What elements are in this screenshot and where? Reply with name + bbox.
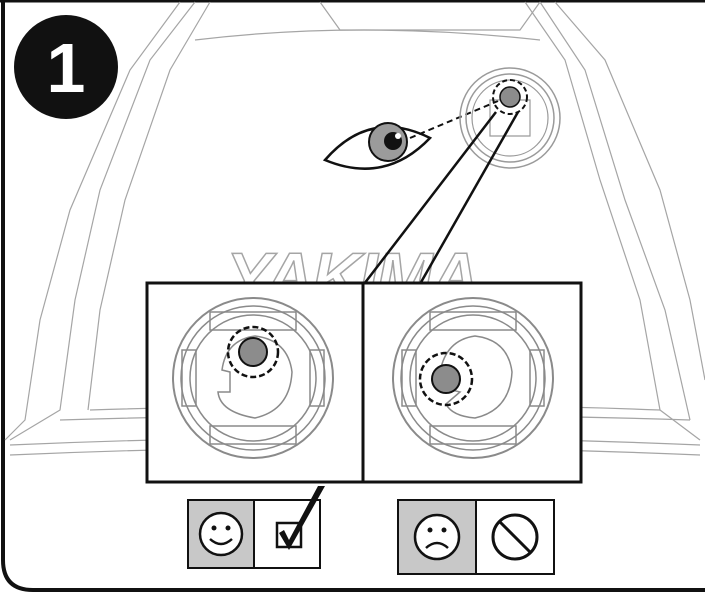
- lock-detail-incorrect: [392, 297, 554, 459]
- step-number: 1: [47, 29, 86, 107]
- sad-face-icon: [413, 513, 461, 561]
- checkbox-check-icon: [275, 486, 325, 550]
- smile-face-icon: [198, 511, 244, 557]
- result-incorrect: [397, 499, 555, 575]
- lock-detail-correct: [172, 297, 334, 459]
- step-number-badge: [14, 15, 118, 119]
- prohibited-icon: [491, 513, 539, 561]
- indicator-highlight-correct: [226, 325, 280, 379]
- cargo-box-outline: [4, 1, 705, 456]
- lock-cylinder: [459, 67, 561, 169]
- zoom-lines: [363, 111, 520, 285]
- lock-indicator-highlight: [492, 79, 528, 115]
- sight-line: [409, 100, 499, 139]
- result-correct: [187, 486, 325, 569]
- indicator-highlight-incorrect: [418, 351, 474, 407]
- eye-icon: [322, 122, 433, 170]
